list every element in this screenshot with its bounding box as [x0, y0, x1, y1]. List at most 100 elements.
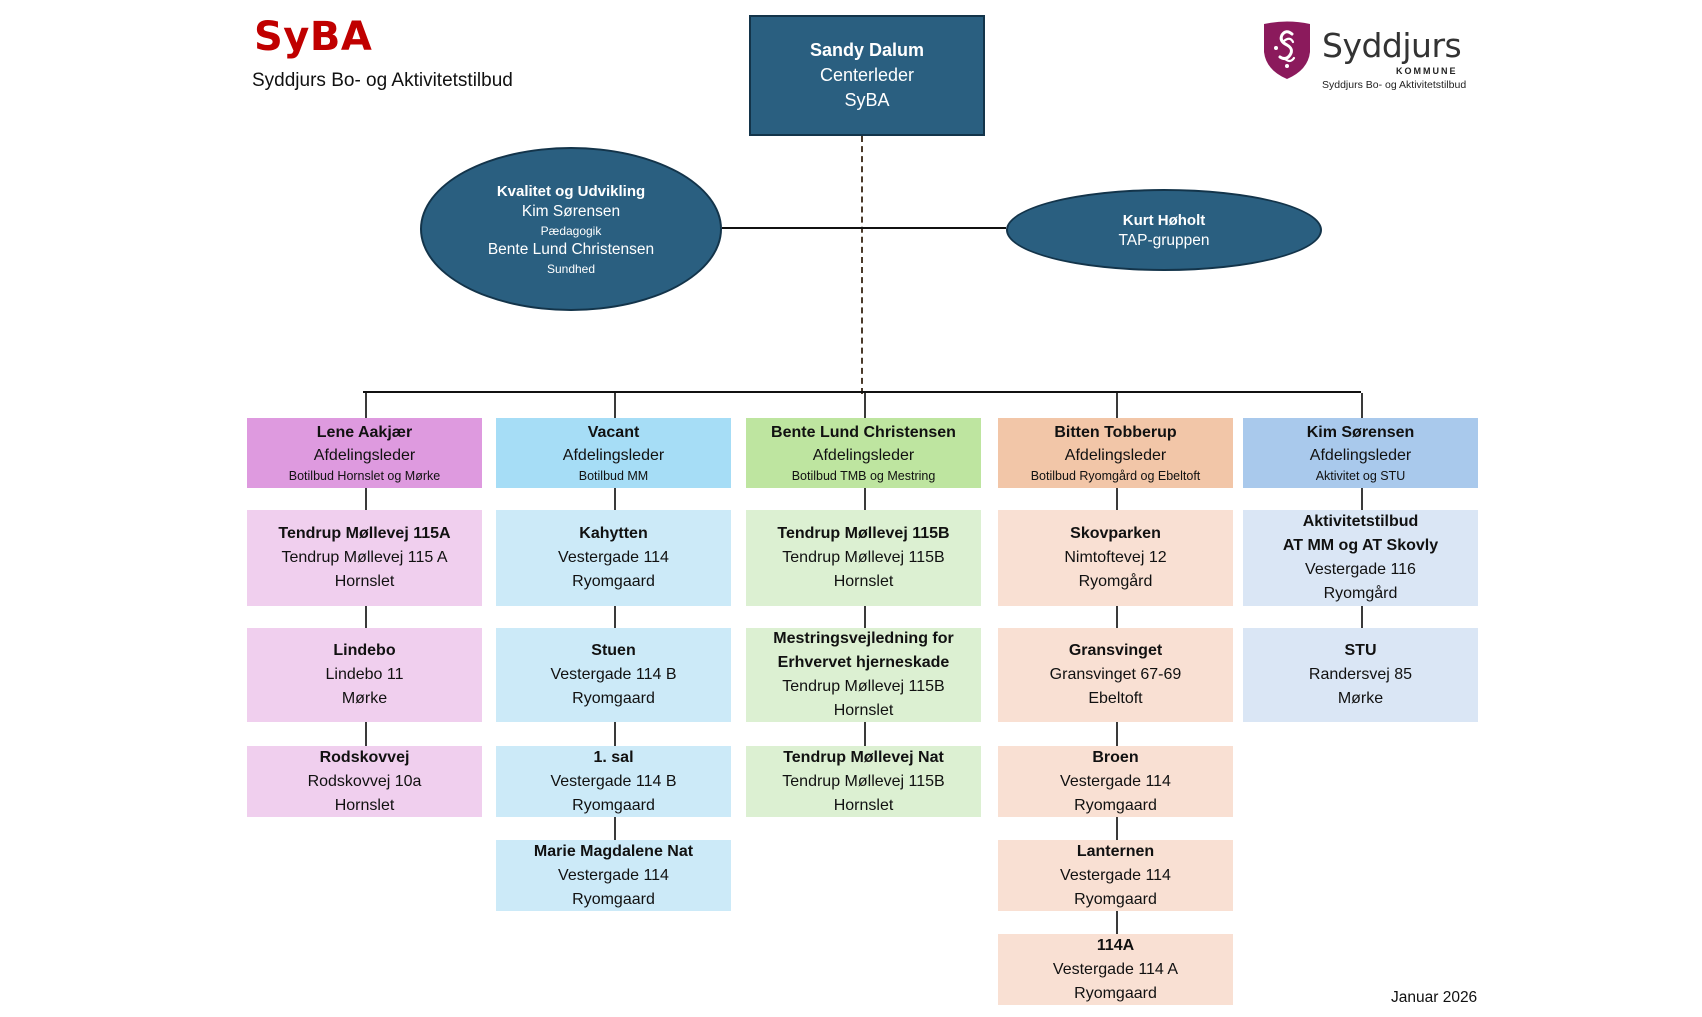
top-node-name: Sandy Dalum — [809, 40, 925, 60]
connector-vertical — [614, 817, 616, 840]
staff-node-kvalitet[interactable]: Kvalitet og Udvikling Kim Sørensen Pædag… — [420, 147, 722, 311]
department-head-unit: Botilbud TMB og Mestring — [791, 469, 936, 483]
connector-vertical — [614, 393, 616, 418]
unit-city: Mørke — [1337, 690, 1384, 707]
unit-name: Skovparken — [1070, 525, 1161, 542]
connector-vertical — [614, 722, 616, 746]
unit-city: Ryomgaard — [1074, 984, 1157, 1002]
department-head-unit: Botilbud Hornslet og Mørke — [288, 469, 441, 483]
unit-address: Tendrup Møllevej 115B — [782, 678, 945, 695]
unit-city: Ryomgaard — [572, 690, 655, 707]
unit-city: Ryomgård — [1323, 585, 1398, 602]
unit-name: Lindebo — [333, 642, 396, 659]
unit-name: Broen — [1092, 748, 1139, 766]
unit-name: Erhvervet hjerneskade — [777, 654, 950, 671]
unit-box[interactable]: Tendrup Møllevej 115B Tendrup Møllevej 11… — [746, 510, 981, 606]
unit-city: Ryomgaard — [572, 890, 655, 908]
unit-name: Tendrup Møllevej 115A — [278, 525, 451, 542]
top-node-role: Centerleder — [819, 65, 915, 85]
staff-node-title: Kurt Høholt — [1122, 211, 1206, 229]
unit-address: Vestergade 114 A — [1052, 960, 1179, 978]
connector-vertical — [365, 393, 367, 418]
department-head-role: Afdelingsleder — [812, 447, 915, 464]
staff-line: Sundhed — [546, 261, 596, 276]
unit-address: Vestergade 114 — [558, 549, 669, 566]
unit-name: Marie Magdalene Nat — [533, 842, 694, 860]
department-head-role: Afdelingsleder — [1064, 447, 1167, 464]
staff-node-title: Kvalitet og Udvikling — [496, 182, 646, 200]
unit-name: Gransvinget — [1068, 642, 1163, 659]
connector-staff-horizontal — [722, 227, 1006, 229]
unit-name: Aktivitetstilbud — [1302, 513, 1419, 530]
staff-node-subtitle: TAP-gruppen — [1118, 231, 1210, 249]
unit-name: Tendrup Møllevej 115B — [777, 525, 950, 542]
unit-address: Tendrup Møllevej 115B — [782, 549, 945, 566]
unit-name: Rodskovvej — [319, 748, 410, 766]
unit-name: Lanternen — [1076, 842, 1155, 860]
logo-tagline: Syddjurs Bo- og Aktivitetstilbud — [1322, 79, 1467, 91]
unit-address: Gransvinget 67-69 — [1049, 666, 1182, 683]
connector-vertical — [1116, 911, 1118, 934]
unit-address: Nimtoftevej 12 — [1064, 549, 1167, 566]
connector-vertical — [1116, 488, 1118, 510]
unit-city: Hornslet — [833, 702, 894, 719]
staff-node-tap[interactable]: Kurt Høholt TAP-gruppen — [1006, 189, 1322, 271]
logo-name: Syddjurs — [1322, 26, 1462, 65]
connector-vertical — [365, 722, 367, 746]
connector-vertical — [1361, 488, 1363, 510]
connector-vertical — [1116, 393, 1118, 418]
unit-address: Lindebo 11 — [325, 666, 404, 683]
unit-name: Stuen — [591, 642, 636, 659]
department-head-name: Lene Aakjær — [316, 424, 413, 441]
top-node-org: SyBA — [844, 90, 890, 110]
unit-city: Hornslet — [833, 573, 894, 590]
department-head-role: Afdelingsleder — [562, 447, 665, 464]
connector-vertical — [365, 606, 367, 628]
unit-city: Hornslet — [334, 796, 395, 814]
connector-vertical — [864, 606, 866, 628]
department-head-name: Kim Sørensen — [1306, 424, 1415, 441]
unit-address: Randersvej 85 — [1308, 666, 1413, 683]
brand-subtitle: Syddjurs Bo- og Aktivitetstilbud — [252, 70, 513, 91]
department-head-unit: Botilbud Ryomgård og Ebeltoft — [1030, 469, 1201, 483]
unit-name: STU — [1344, 642, 1377, 659]
staff-line: Pædagogik — [540, 223, 602, 238]
top-node[interactable]: Sandy Dalum Centerleder SyBA — [749, 15, 985, 136]
department-head-name: Bente Lund Christensen — [771, 424, 956, 441]
connector-bus — [363, 391, 1361, 393]
syddjurs-logo: Syddjurs KOMMUNE Syddjurs Bo- og Aktivit… — [1262, 20, 1502, 100]
unit-name: Tendrup Møllevej Nat — [783, 748, 944, 766]
connector-vertical — [365, 488, 367, 510]
unit-address: Vestergade 114 B — [550, 772, 677, 790]
connector-vertical — [1116, 817, 1118, 840]
unit-box[interactable]: STU Randersvej 85 Mørke — [1243, 628, 1478, 722]
logo-kommune: KOMMUNE — [1396, 66, 1458, 76]
brand-title: SyBA — [254, 14, 373, 60]
connector-vertical — [1116, 606, 1118, 628]
unit-city: Ryomgaard — [572, 796, 655, 814]
connector-top-vertical — [861, 136, 863, 394]
unit-city: Ebeltoft — [1088, 690, 1143, 707]
connector-vertical — [1361, 393, 1363, 418]
unit-address: Vestergade 116 — [1305, 561, 1416, 578]
